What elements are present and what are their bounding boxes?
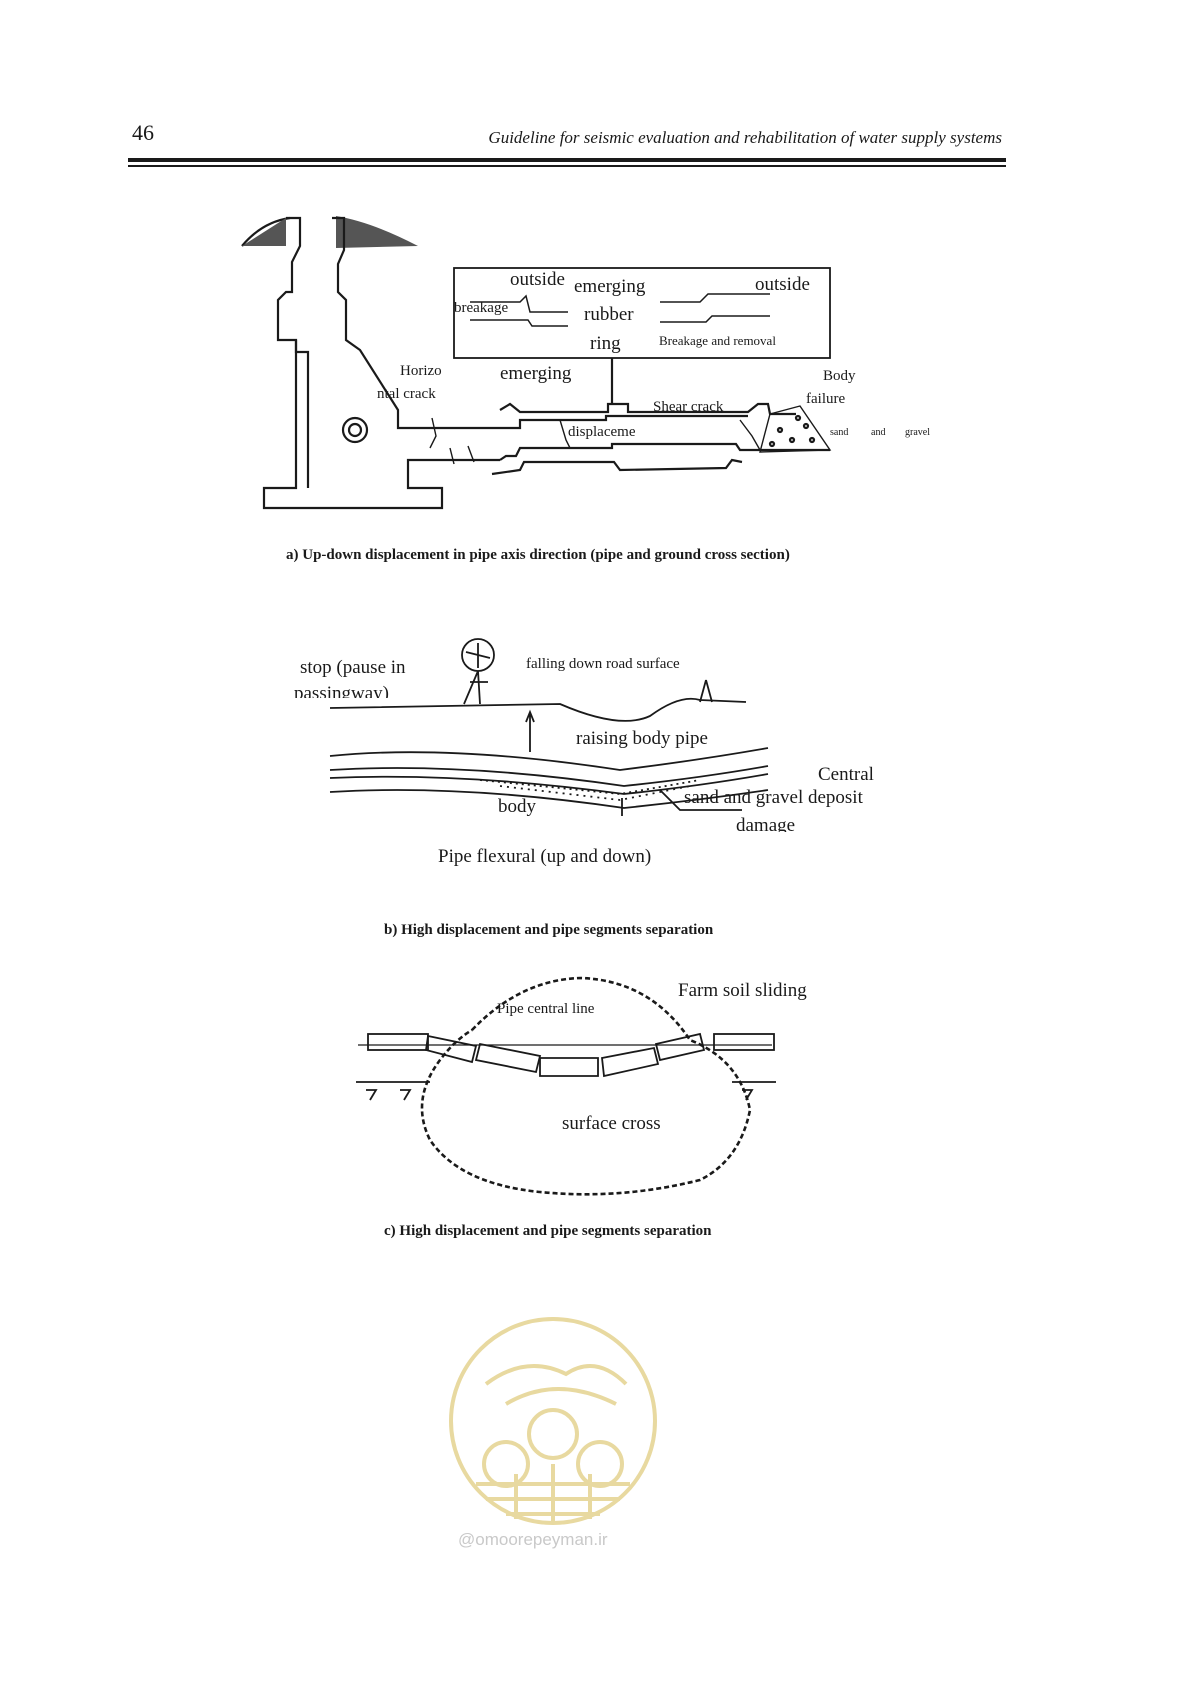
watermark-site: @omoorepeyman.ir xyxy=(458,1530,608,1549)
label-raising-body: raising body pipe xyxy=(576,728,708,749)
page-number: 46 xyxy=(132,120,154,145)
label-falling-down: falling down road surface xyxy=(526,656,680,672)
label-horizontal-crack-2: ntal crack xyxy=(377,386,436,402)
header-rule-thick xyxy=(128,158,1006,162)
label-breakage-removal: Breakage and removal xyxy=(659,333,776,348)
running-title: Guideline for seismic evaluation and reh… xyxy=(488,128,1002,147)
label-sand: sand xyxy=(830,427,849,438)
label-passingway: passingway) xyxy=(294,684,389,698)
label-and: and xyxy=(871,427,886,438)
label-failure: failure xyxy=(806,391,846,407)
label-farm-soil-sliding: Farm soil sliding xyxy=(678,980,807,1001)
label-pipe-central-line: Pipe central line xyxy=(497,1001,595,1017)
watermark-logo xyxy=(449,1317,657,1525)
label-shear-crack: Shear crack xyxy=(653,399,724,415)
figure-c-drawing xyxy=(356,976,776,1196)
figure-a-drawing xyxy=(241,216,832,510)
label-outside-left: outside xyxy=(510,269,565,290)
label-damage: damage xyxy=(736,816,796,832)
label-horizontal-crack-1: Horizo xyxy=(400,363,442,379)
label-body: Body xyxy=(823,368,856,384)
caption-figure-b: b) High displacement and pipe segments s… xyxy=(384,922,714,938)
label-displacement: displaceme xyxy=(568,424,636,440)
label-emerging-mid: emerging xyxy=(500,363,572,384)
label-pipe-flexural: Pipe flexural (up and down) xyxy=(438,846,652,867)
label-breakage: breakage xyxy=(454,300,509,316)
label-emerging-top: emerging xyxy=(574,276,646,297)
label-outside-right: outside xyxy=(755,274,810,295)
label-ring: ring xyxy=(590,333,621,354)
label-sand-gravel-deposit: sand and gravel deposit xyxy=(684,787,863,808)
header-rule-thin xyxy=(128,165,1006,167)
label-stop: stop (pause in xyxy=(300,657,406,678)
label-central: Central xyxy=(818,764,874,785)
label-rubber: rubber xyxy=(584,304,634,325)
caption-figure-c: c) High displacement and pipe segments s… xyxy=(384,1223,712,1239)
label-gravel: gravel xyxy=(905,427,930,438)
figure-b-drawing xyxy=(329,638,769,816)
label-body-b: body xyxy=(498,796,536,817)
caption-figure-a: a) Up-down displacement in pipe axis dir… xyxy=(286,547,790,563)
label-surface-cross: surface cross xyxy=(562,1113,661,1134)
